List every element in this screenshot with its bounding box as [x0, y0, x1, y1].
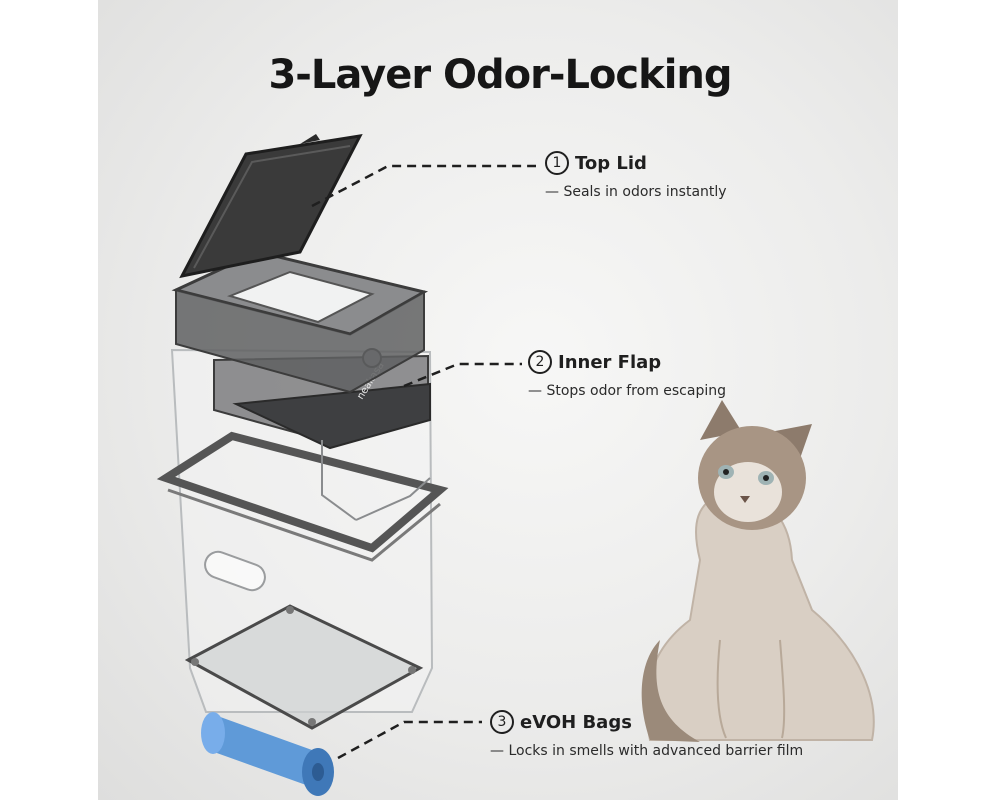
callout-description: — Stops odor from escaping — [528, 383, 726, 399]
page-title: 3-Layer Odor-Locking — [268, 52, 732, 98]
leader-line-evoh-bags — [337, 720, 482, 760]
top-lid — [179, 134, 363, 279]
top-tray — [171, 250, 429, 394]
cat — [641, 400, 875, 742]
callout-number: 3 — [490, 710, 514, 734]
callout-title: Inner Flap — [558, 351, 662, 373]
callout-description: — Seals in odors instantly — [545, 184, 727, 200]
leader-lines — [311, 164, 536, 760]
callout-title: Top Lid — [575, 152, 647, 174]
middle-rim — [156, 431, 449, 562]
callout-title: eVOH Bags — [520, 711, 632, 733]
leader-line-top-lid — [311, 164, 536, 208]
callout-top-lid: 1 Top Lid — Seals in odors instantly — [545, 151, 727, 200]
callout-number: 2 — [528, 350, 552, 374]
leader-line-inner-flap — [403, 362, 522, 388]
callout-evoh-bags: 3 eVOH Bags — Locks in smells with advan… — [490, 710, 803, 759]
bag-roll — [201, 712, 334, 796]
callout-number: 1 — [545, 151, 569, 175]
callout-inner-flap: 2 Inner Flap — Stops odor from escaping — [528, 350, 726, 399]
callout-description: — Locks in smells with advanced barrier … — [490, 743, 804, 759]
